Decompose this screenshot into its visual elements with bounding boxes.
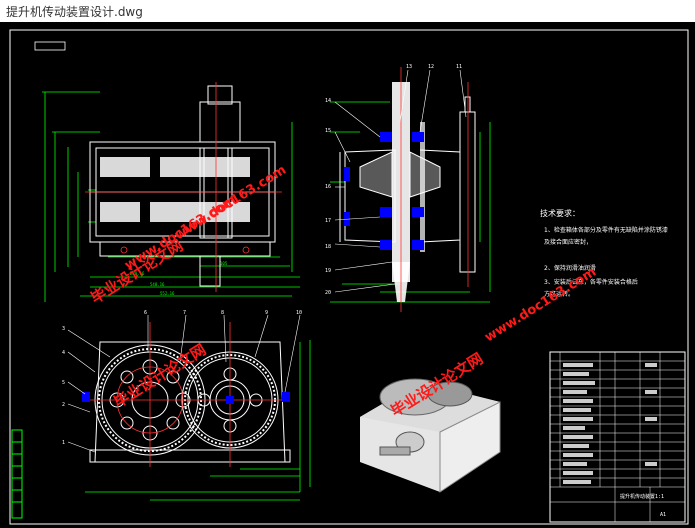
side-gears (359, 151, 441, 198)
cad-drawing[interactable]: 548.16 552.16 220.16 105 (0, 22, 695, 528)
svg-text:6: 6 (144, 310, 147, 316)
svg-text:548.16: 548.16 (150, 282, 165, 287)
tech-requirements: 技术要求： 1、检查箱体各部分及零件有无缺陷并涂防锈漆 及接合面应密封， 2、保… (540, 208, 668, 298)
svg-text:5: 5 (62, 380, 65, 386)
svg-text:3: 3 (62, 326, 65, 332)
svg-text:4: 4 (62, 350, 65, 356)
svg-text:13: 13 (406, 64, 412, 70)
svg-text:10: 10 (296, 310, 302, 316)
svg-text:105: 105 (220, 261, 228, 266)
side-section-view[interactable]: 13 12 11 14 15 16 17 18 19 20 (325, 64, 491, 312)
svg-text:8: 8 (221, 310, 224, 316)
svg-text:11: 11 (456, 64, 462, 70)
front-view-dim-text: 548.16 552.16 220.16 105 (130, 261, 228, 296)
svg-text:2: 2 (62, 402, 65, 408)
tech-line-3: 2、保持润滑油润滑 (544, 264, 596, 272)
top-view-leaders (67, 314, 301, 453)
drawing-canvas[interactable]: 548.16 552.16 220.16 105 (0, 22, 695, 528)
title-block-name: 提升机传动装置 (620, 493, 655, 500)
svg-text:7: 7 (183, 310, 186, 316)
front-view-centerlines (85, 82, 282, 292)
svg-text:18: 18 (325, 244, 331, 250)
top-view-part-numbers: 3 4 6 5 7 8 9 10 2 1 (62, 310, 302, 446)
top-view-centerlines (90, 322, 290, 467)
front-view-dimensions (42, 91, 300, 302)
svg-text:14: 14 (325, 98, 331, 104)
top-view[interactable]: 3 4 6 5 7 8 9 10 2 1 (62, 310, 311, 501)
title-block-sheet: A1 (660, 512, 666, 518)
svg-text:1: 1 (62, 440, 65, 446)
front-view[interactable]: 548.16 552.16 220.16 105 (42, 82, 300, 302)
side-view-dimensions (330, 101, 491, 303)
svg-text:9: 9 (265, 310, 268, 316)
top-view-dimensions (85, 340, 311, 501)
svg-text:12: 12 (428, 64, 434, 70)
watermark-url-3: www.doc163.com (482, 265, 599, 346)
svg-text:15: 15 (325, 128, 331, 134)
sheet-tag-box (34, 41, 66, 51)
bill-of-materials: 提升机传动装置 1:1 A1 (549, 351, 686, 523)
isometric-view (360, 378, 501, 493)
window-title-bar: 提升机传动装置设计.dwg (0, 0, 695, 22)
window-title: 提升机传动装置设计.dwg (6, 5, 143, 19)
svg-text:220.16: 220.16 (130, 271, 145, 276)
tech-requirements-heading: 技术要求： (540, 208, 580, 218)
svg-text:19: 19 (325, 268, 331, 274)
sheet-border (9, 29, 689, 525)
svg-text:16: 16 (325, 184, 331, 190)
svg-text:20: 20 (325, 290, 331, 296)
tech-line-2: 及接合面应密封， (544, 238, 592, 246)
gear-sections (100, 147, 250, 239)
tech-line-5: 方可运转。 (544, 290, 574, 298)
title-block-scale: 1:1 (655, 494, 664, 500)
svg-text:552.16: 552.16 (160, 291, 175, 296)
binding-margin (11, 429, 23, 519)
side-leaders (334, 69, 467, 293)
tech-line-1: 1、检查箱体各部分及零件有无缺陷并涂防锈漆 (544, 226, 668, 234)
side-part-numbers: 13 12 11 14 15 16 17 18 19 20 (325, 64, 462, 296)
svg-text:17: 17 (325, 218, 331, 224)
top-view-hatch (82, 392, 290, 404)
tech-line-4: 3、安装后试车，各零件安装合格后 (544, 278, 638, 286)
